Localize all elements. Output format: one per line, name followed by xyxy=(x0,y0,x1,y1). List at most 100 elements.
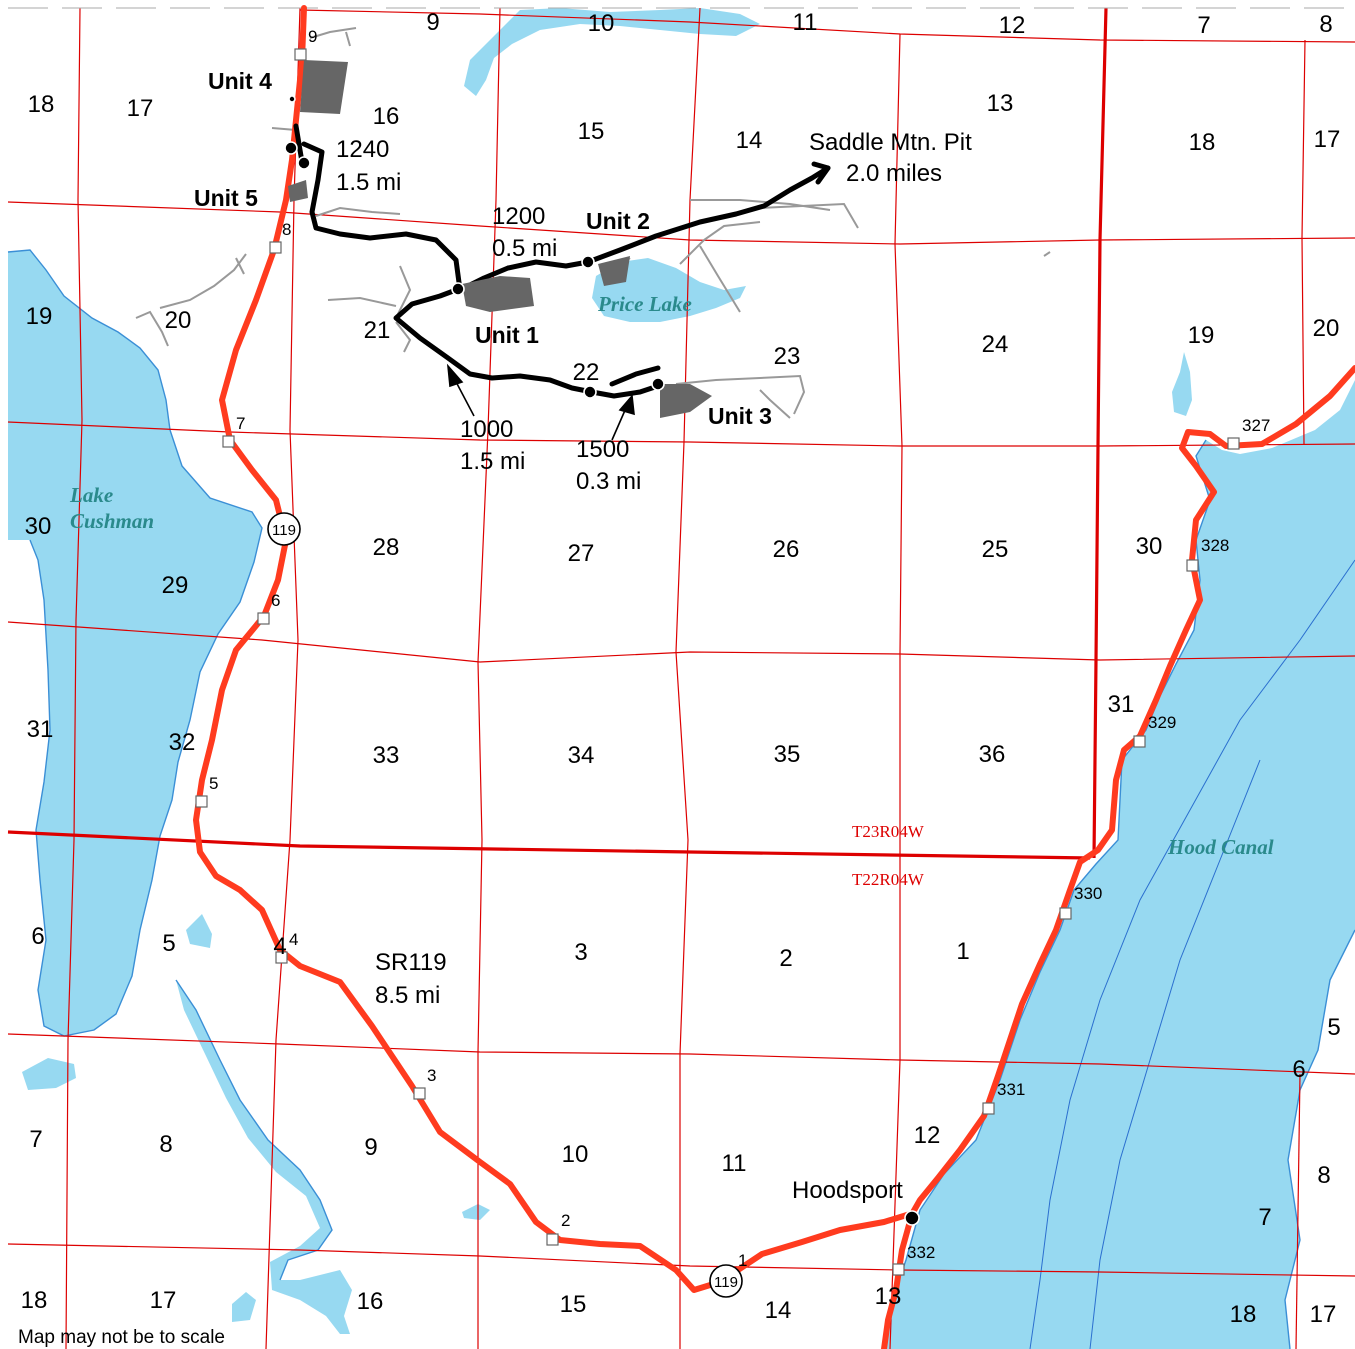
section-label: 32 xyxy=(169,729,196,756)
pit-name: Saddle Mtn. Pit xyxy=(809,129,972,156)
section-label: 11 xyxy=(793,9,818,36)
section-label: 15 xyxy=(560,1291,587,1318)
milepost-label: 9 xyxy=(308,27,317,46)
road-1240-dist: 1.5 mi xyxy=(336,169,401,196)
section-label: 30 xyxy=(1136,533,1163,560)
township-south-label: T22R04W xyxy=(852,870,925,889)
mileposts xyxy=(195,48,1240,1276)
section-label: 2 xyxy=(779,945,792,972)
section-label: 7 xyxy=(1197,12,1210,39)
section-label: 8 xyxy=(1319,11,1332,38)
node-unit5 xyxy=(284,141,298,155)
township-north-label: T23R04W xyxy=(852,822,925,841)
unit-3-area xyxy=(660,384,712,418)
road-labels: 1240 1.5 mi 1200 0.5 mi 1000 1.5 mi 1500… xyxy=(336,129,972,1204)
unit-1-label: Unit 1 xyxy=(475,322,539,348)
unit-4-label: Unit 4 xyxy=(208,68,272,94)
section-label: 11 xyxy=(722,1150,747,1177)
sr119-dist: 8.5 mi xyxy=(375,982,440,1009)
node-unit2 xyxy=(581,255,595,269)
section-label: 20 xyxy=(165,307,192,334)
pond-9 xyxy=(462,1204,490,1220)
section-label: 7 xyxy=(29,1126,42,1153)
section-label: 7 xyxy=(1258,1204,1271,1231)
sr119-name: SR119 xyxy=(375,949,447,976)
section-label: 5 xyxy=(1327,1014,1340,1041)
section-label: 17 xyxy=(1314,126,1341,153)
us101-road xyxy=(881,365,1355,1349)
lake-cushman xyxy=(8,250,262,1036)
section-label: 13 xyxy=(987,90,1014,117)
milepost-label: 8 xyxy=(282,220,291,239)
milepost-label: 6 xyxy=(271,591,280,610)
hood-canal xyxy=(884,380,1355,1349)
section-label: 19 xyxy=(1188,322,1215,349)
hood-canal-label: Hood Canal xyxy=(1167,835,1274,859)
unit-2-label: Unit 2 xyxy=(586,208,650,234)
price-lake-label: Price Lake xyxy=(597,292,692,316)
section-label: 1 xyxy=(956,938,969,965)
section-label: 16 xyxy=(373,103,400,130)
section-label: 31 xyxy=(1108,691,1135,718)
node-1200 xyxy=(451,282,465,296)
node-unit3 xyxy=(651,377,665,391)
unit-4-area xyxy=(300,60,348,114)
canal-inlet xyxy=(1172,352,1192,416)
section-numbers: 9 10 11 12 7 8 18 17 16 15 14 13 18 17 1… xyxy=(21,9,1341,1328)
section-label: 5 xyxy=(162,930,175,957)
section-label: 28 xyxy=(373,534,400,561)
haul-route xyxy=(293,123,831,399)
section-label: 10 xyxy=(562,1141,589,1168)
section-label: 24 xyxy=(982,331,1009,358)
price-lake xyxy=(592,258,746,322)
disclaimer-text: Map may not be to scale xyxy=(18,1327,225,1348)
section-label: 12 xyxy=(999,12,1026,39)
milepost-label: 3 xyxy=(427,1066,436,1085)
road-1200-name: 1200 xyxy=(492,203,545,230)
section-label: 18 xyxy=(1189,129,1216,156)
unit-5-area xyxy=(288,180,308,202)
water-features xyxy=(8,8,1355,1349)
section-label: 16 xyxy=(357,1288,384,1315)
section-label: 26 xyxy=(773,536,800,563)
section-label: 36 xyxy=(979,741,1006,768)
pond-south xyxy=(232,1292,256,1322)
section-label: 17 xyxy=(150,1287,177,1314)
section-label: 17 xyxy=(1310,1301,1337,1328)
road-1500-name: 1500 xyxy=(576,436,629,463)
milepost-label: 328 xyxy=(1201,536,1229,555)
section-label: 27 xyxy=(568,540,595,567)
section-label: 22 xyxy=(573,359,600,386)
harvest-units xyxy=(288,60,712,418)
section-label: 18 xyxy=(28,91,55,118)
section-label: 33 xyxy=(373,742,400,769)
milepost-labels: 9 8 7 6 5 4 3 2 1 327 328 329 330 331 33… xyxy=(209,27,1270,1270)
section-label: 18 xyxy=(21,1287,48,1314)
section-label: 30 xyxy=(25,513,52,540)
node-unit4 xyxy=(288,95,296,103)
lake-cushman-label-1: Lake xyxy=(69,483,113,507)
route-shields: 119 119 xyxy=(267,512,743,1298)
section-label: 20 xyxy=(1313,315,1340,342)
lake-cushman-label-2: Cushman xyxy=(70,509,154,533)
road-1500-dist: 0.3 mi xyxy=(576,468,641,495)
section-label: 4 xyxy=(273,933,286,960)
road-1240-name: 1240 xyxy=(336,136,389,163)
section-label: 19 xyxy=(26,303,53,330)
unit-1-area xyxy=(462,276,534,312)
section-label: 21 xyxy=(364,317,391,344)
unit-5-label: Unit 5 xyxy=(194,185,258,211)
section-label: 31 xyxy=(27,716,54,743)
milepost-label: 7 xyxy=(236,414,245,433)
section-label: 25 xyxy=(982,536,1009,563)
road-1200-dist: 0.5 mi xyxy=(492,235,557,262)
milepost-label: 332 xyxy=(907,1243,935,1262)
shield-119-north: 119 xyxy=(272,522,296,539)
milepost-label: 2 xyxy=(561,1211,570,1230)
river-south xyxy=(176,980,352,1334)
section-label: 35 xyxy=(774,741,801,768)
section-grid xyxy=(7,7,1355,1349)
lake-kokanee xyxy=(464,8,760,96)
node-1500 xyxy=(583,385,597,399)
